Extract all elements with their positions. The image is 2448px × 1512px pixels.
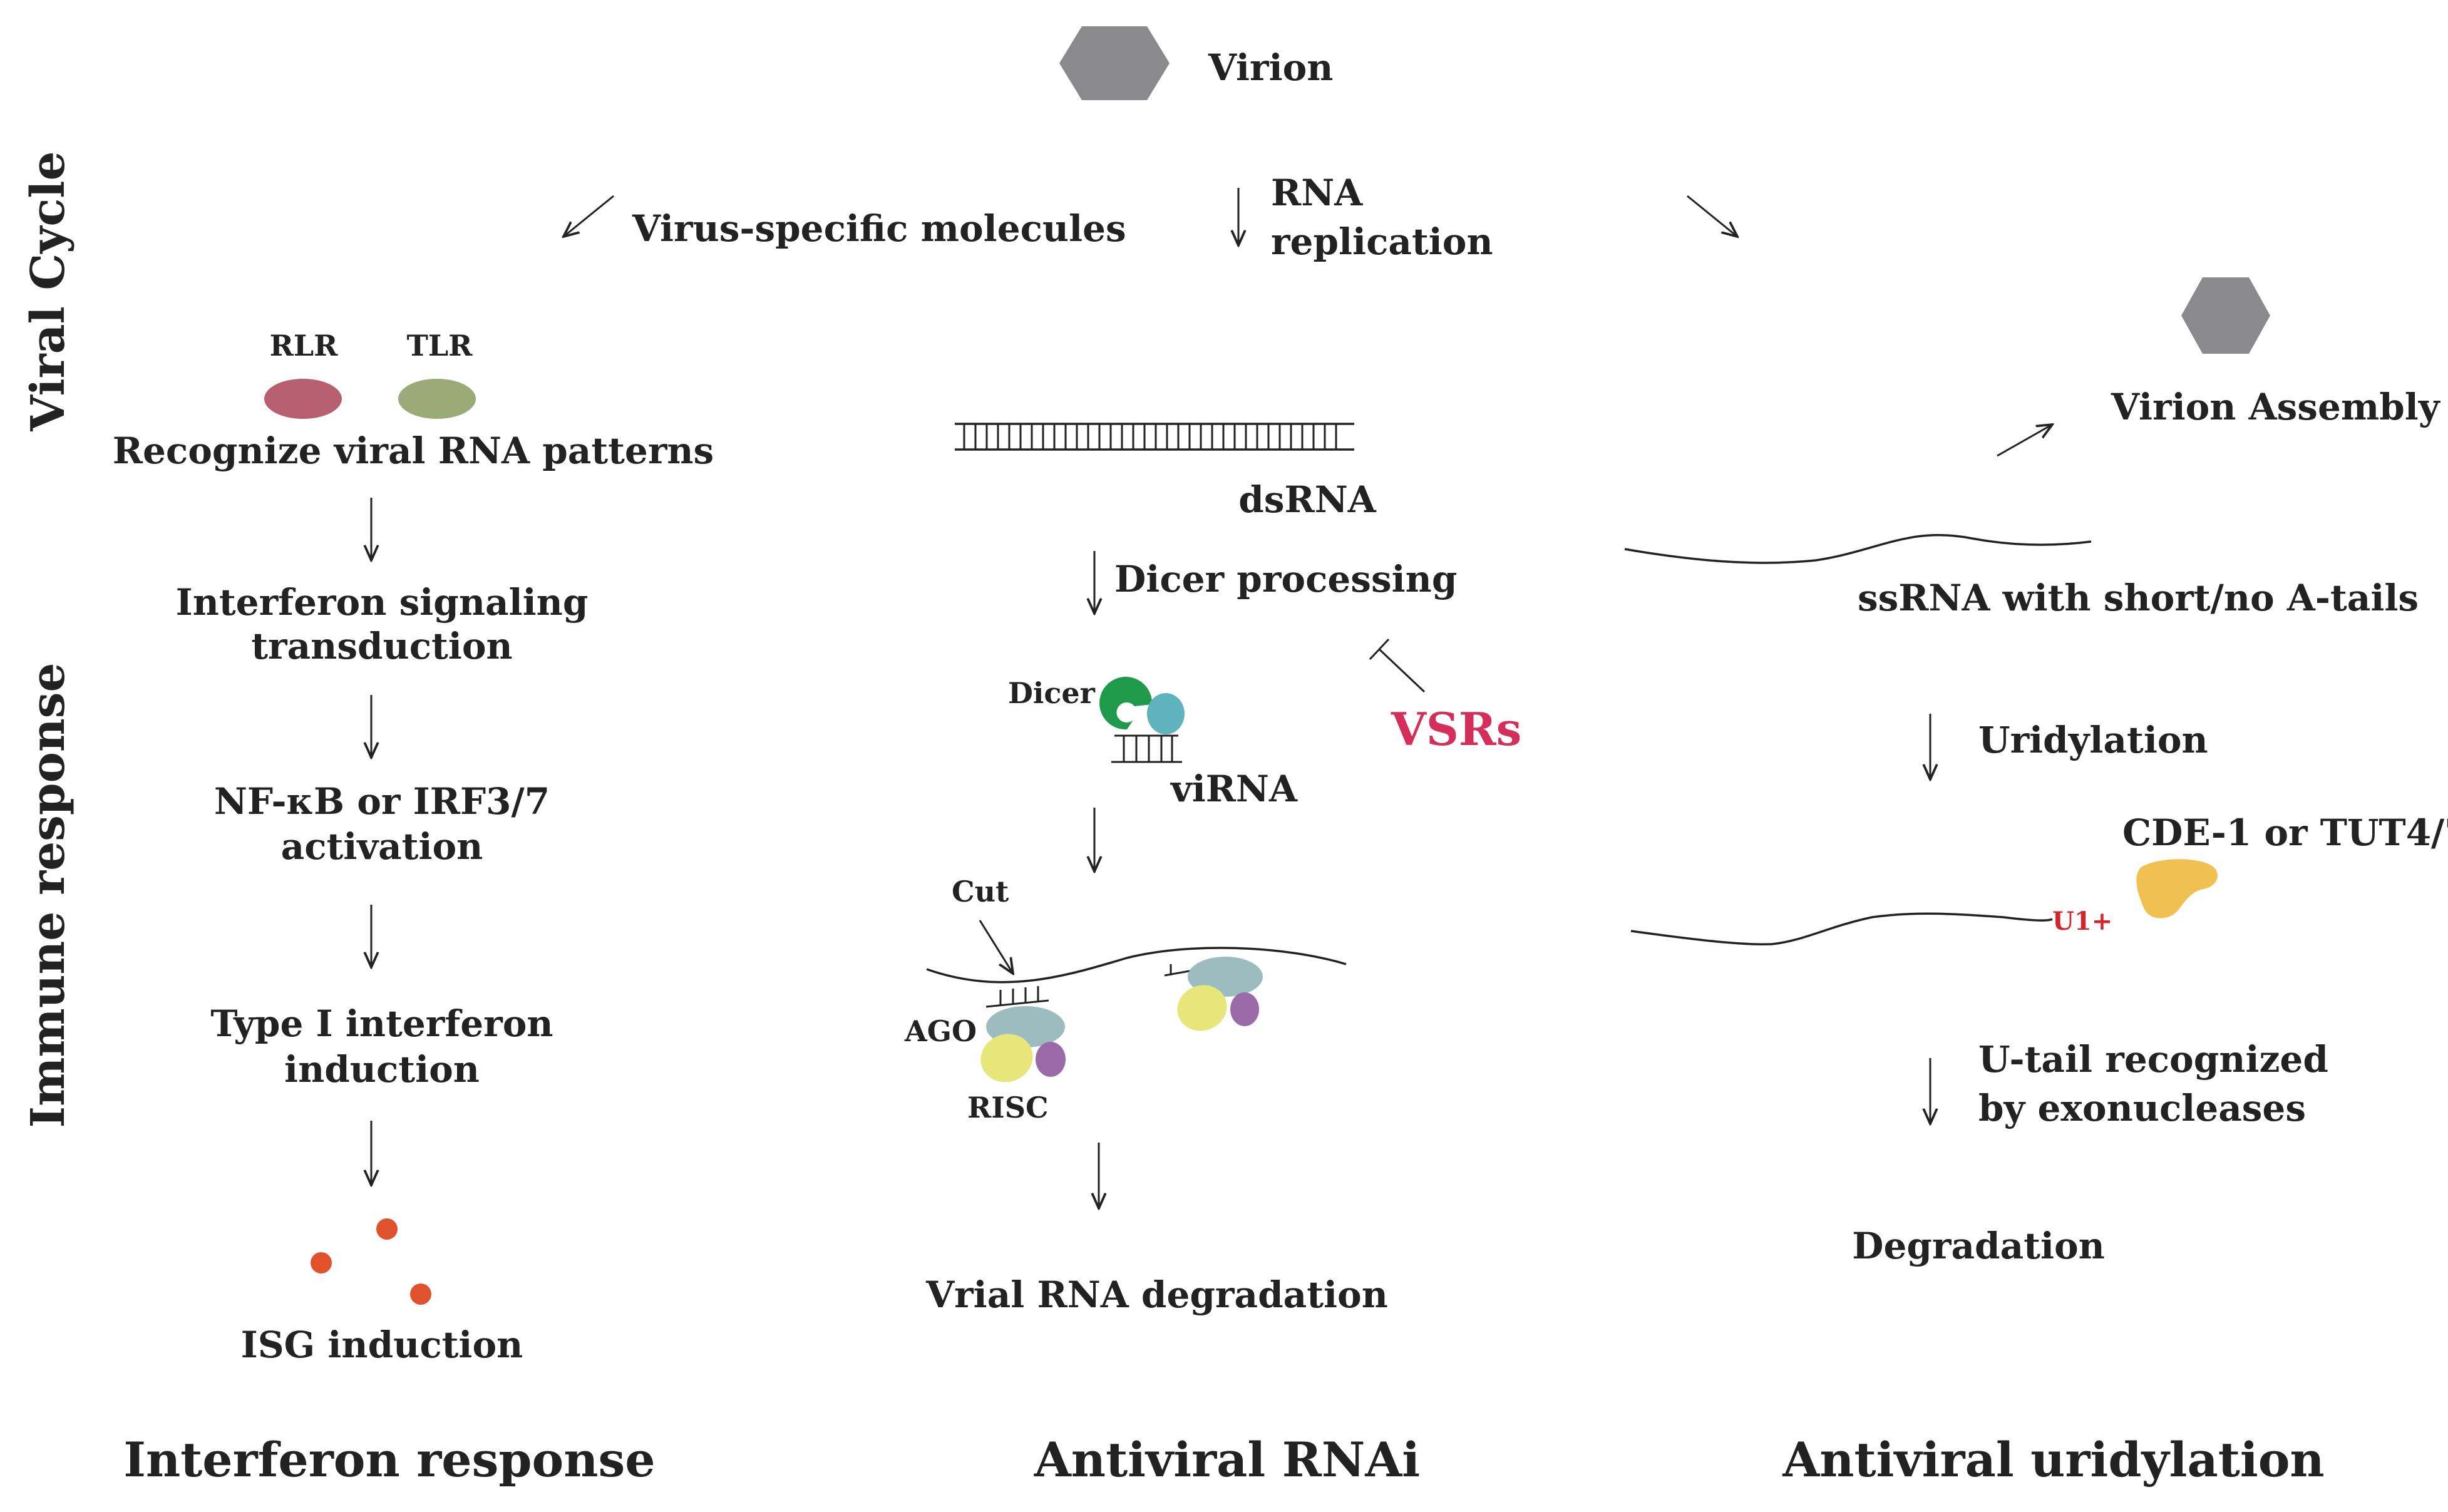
ago-label: AGO: [904, 1014, 977, 1048]
uridylation-degradation-label: Degradation: [1852, 1225, 2105, 1267]
rna-replication-label-2: replication: [1271, 220, 1493, 263]
isg-dot-icon: [311, 1252, 332, 1273]
ssrna-label: ssRNA with short/no A-tails: [1858, 577, 2419, 619]
uridylation-label: Uridylation: [1978, 719, 2208, 761]
vsr-inhibition-line: [1378, 648, 1426, 693]
virus-specific-label: Virus-specific molecules: [632, 207, 1126, 250]
virion-assembly-label: Virion Assembly: [2111, 386, 2441, 428]
risc-purple-subunit-icon: [1230, 992, 1259, 1026]
activation-label-1: NF-κB or IRF3/7: [214, 780, 550, 823]
vsrs-label: VSRs: [1391, 702, 1521, 756]
antiviral-uridylation-title: Antiviral uridylation: [1782, 1432, 2324, 1488]
cut-arrow: [979, 920, 1013, 974]
dicer-teal-domain-icon: [1147, 693, 1185, 734]
recognize-label: Recognize viral RNA patterns: [113, 429, 714, 472]
guide-strand-icon: [985, 986, 1049, 1008]
risc-yellow-subunit-icon: [1177, 985, 1227, 1031]
antiviral-rnai-title: Antiviral RNAi: [1034, 1432, 1420, 1488]
isg-label: ISG induction: [241, 1324, 523, 1366]
dsrna-label: dsRNA: [1238, 478, 1376, 521]
tlr-label: TLR: [407, 329, 473, 363]
tlr-receptor-icon: [398, 379, 476, 419]
arrow-to-virion-assembly: [1997, 424, 2052, 457]
signaling-label-2: transduction: [251, 625, 512, 667]
dicer-processing-label: Dicer processing: [1114, 558, 1457, 600]
isg-dot-icon: [410, 1283, 431, 1305]
side-label-immune-response: Immune response: [21, 662, 75, 1128]
enzyme-label: CDE-1 or TUT4/7: [2122, 811, 2448, 854]
virion-label: Virion: [1208, 46, 1333, 89]
utail-label-1: U-tail recognized: [1978, 1038, 2328, 1081]
uridylated-rna-strand-icon: [1630, 912, 2053, 945]
risc-purple-subunit-icon: [1036, 1042, 1066, 1077]
dsrna-icon: [955, 423, 1354, 451]
signaling-label-1: Interferon signaling: [176, 581, 589, 624]
risc-label: RISC: [967, 1091, 1049, 1124]
ssrna-strand-icon: [1624, 533, 2092, 564]
viral-rna-degradation-label: Vrial RNA degradation: [925, 1273, 1388, 1316]
rlr-receptor-icon: [264, 379, 342, 419]
cut-label: Cut: [952, 875, 1009, 908]
target-viral-rna-strand: [926, 947, 1347, 984]
virna-duplex-icon: [1111, 734, 1182, 763]
risc-yellow-subunit-icon: [980, 1034, 1033, 1083]
interferon-response-title: Interferon response: [123, 1432, 655, 1488]
rlr-label: RLR: [270, 329, 339, 363]
vsr-inhibition-bar: [1369, 638, 1390, 661]
arrow-to-uridylation-branch: [1687, 195, 1737, 237]
isg-dot-icon: [376, 1218, 398, 1240]
type1-label-1: Type I interferon: [210, 1002, 553, 1045]
cde1-tut-enzyme-icon: [2136, 859, 2218, 918]
arrow-to-virus-specific: [563, 195, 614, 237]
type1-label-2: induction: [284, 1048, 480, 1091]
virion-assembly-icon: [2181, 277, 2270, 354]
guide-strand-icon: [1164, 964, 1193, 977]
virna-label: viRNA: [1170, 768, 1298, 810]
activation-label-2: activation: [281, 825, 483, 868]
virion-icon: [1059, 26, 1170, 100]
dicer-green-domain-icon: [1099, 677, 1153, 730]
dicer-label: Dicer: [1008, 676, 1096, 710]
rna-replication-label-1: RNA: [1271, 172, 1363, 214]
u1-tail-label: U1+: [2052, 907, 2112, 936]
utail-label-2: by exonucleases: [1978, 1087, 2306, 1129]
side-label-viral-cycle: Viral Cycle: [21, 151, 75, 431]
